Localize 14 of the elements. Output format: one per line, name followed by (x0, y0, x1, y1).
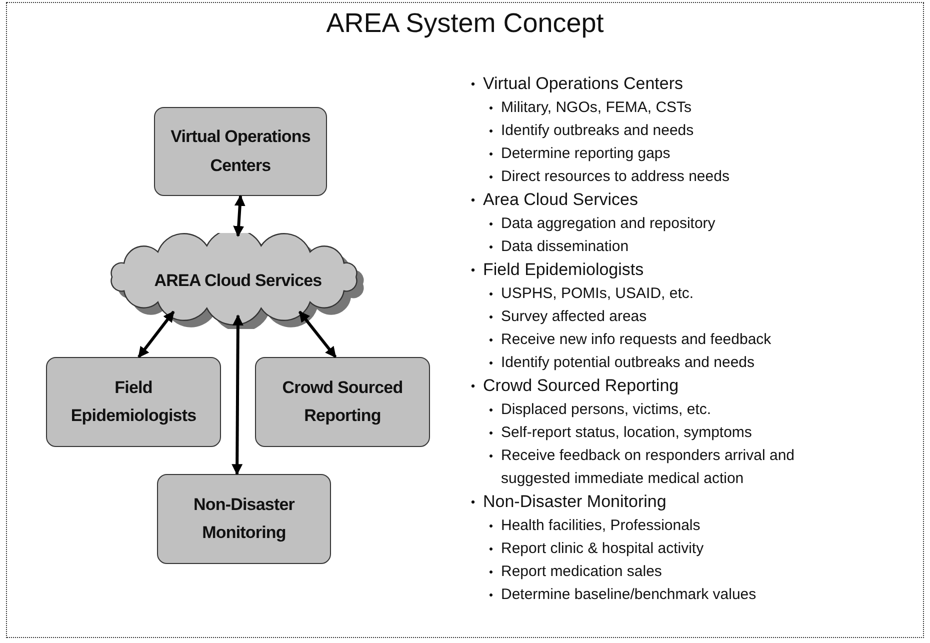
node-label: Non-Disaster Monitoring (192, 494, 296, 544)
node-label: Virtual Operations Centers (170, 126, 312, 176)
node-label: Crowd Sourced Reporting (281, 376, 404, 427)
process-box (46, 357, 221, 447)
node-label: AREA Cloud Services (153, 270, 323, 292)
double-arrow (298, 310, 337, 358)
title: AREA System Concept (325, 8, 605, 39)
double-arrow (233, 194, 246, 237)
node-label: Field Epidemiologists (70, 376, 198, 427)
process-box (157, 474, 331, 564)
double-arrow (138, 310, 175, 358)
process-box (154, 107, 327, 196)
double-arrow (232, 314, 244, 476)
process-box (255, 357, 430, 447)
